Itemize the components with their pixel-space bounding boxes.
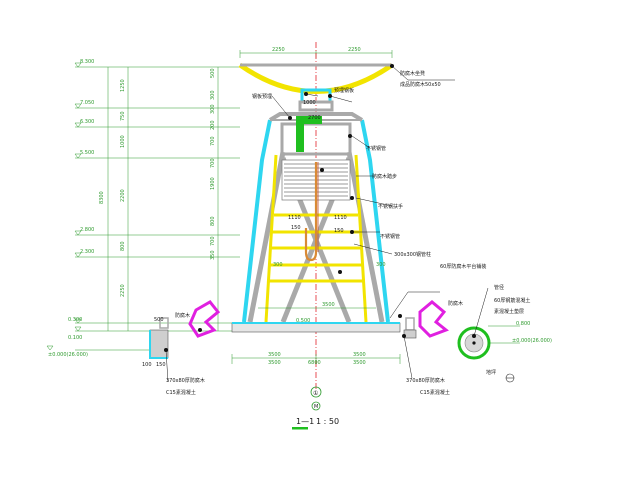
elev-ground: ±0.000(26.000)	[48, 352, 88, 358]
left-note: 防腐木	[175, 312, 190, 319]
top-dim-left: 2250	[272, 47, 285, 53]
base-dim-2: 3500	[353, 352, 366, 358]
dim-1250: 1250	[120, 79, 126, 92]
inner-dim-6: 700	[210, 158, 216, 168]
label-cap-top: 防腐木坐凳	[400, 70, 425, 77]
elev-0100: 0.100	[68, 335, 82, 341]
elev-7050: 7.050	[80, 100, 94, 106]
dim-3500: 3500	[322, 302, 335, 308]
drawing-title: 1—1	[296, 417, 314, 426]
dim-total: 8300	[99, 191, 105, 204]
label-bracket-l: 钢板预埋	[252, 93, 272, 100]
mid-dim-150b: 150	[334, 228, 344, 234]
leader-dots	[164, 64, 476, 352]
base-dim-3: 6800	[308, 360, 321, 366]
ring-detail	[457, 325, 520, 360]
dim-300b: 300	[376, 262, 386, 268]
left-dim-150: 150	[156, 362, 166, 368]
inner-dim-9: 700	[210, 236, 216, 246]
label-slab-r2: C15素混凝土	[420, 389, 450, 396]
inner-dim-3: 300	[210, 104, 216, 114]
label-cap-sub: 成品防腐木50x50	[400, 81, 441, 88]
mid-dim-1000: 1000	[303, 100, 316, 106]
ring-sub-2: 素混凝土垫层	[494, 308, 524, 315]
drawing-scale: 1 : 50	[316, 417, 339, 426]
elev-5500: 5.500	[80, 150, 94, 156]
base-dim-5: 3500	[353, 360, 366, 366]
inner-dim-7: 1900	[210, 177, 216, 190]
dim-2250: 2250	[120, 284, 126, 297]
mid-dim-1110b: 1110	[334, 215, 347, 221]
elevation-markers	[46, 62, 82, 351]
label-frame-r: 不锈钢管	[366, 145, 386, 152]
base-dim-4: 3500	[268, 360, 281, 366]
leader-lines	[165, 65, 489, 383]
right-note: 防腐木	[448, 300, 463, 307]
elev-0300: 0.300	[68, 317, 82, 323]
right-elev-0800: 0.800	[516, 321, 530, 327]
ground-r: 地坪	[486, 369, 496, 376]
dim-800: 800	[120, 241, 126, 251]
inner-dim-2: 300	[210, 90, 216, 100]
inner-dim-1: 500	[210, 68, 216, 78]
outer-frame	[242, 119, 390, 323]
label-slab-l2: C15素混凝土	[166, 389, 196, 396]
elev-2800: 2.800	[80, 227, 94, 233]
label-slab-l: 370x80厚防腐木	[166, 377, 205, 384]
hook-rod	[304, 162, 318, 262]
label-stair: 防腐木踏步	[372, 173, 397, 180]
left-dim-500: 500	[154, 317, 164, 323]
title-underline	[292, 427, 308, 430]
label-steel: 不锈钢管	[380, 233, 400, 240]
mid-dim-1110a: 1110	[288, 215, 301, 221]
left-foot	[149, 300, 221, 359]
base-elev: 0.500	[296, 318, 310, 324]
mid-dim-2700: 2700	[308, 115, 321, 121]
label-slab-r: 370x80厚防腐木	[406, 377, 445, 384]
base-slab	[231, 322, 401, 333]
right-elev-ground: ±0.000(26.000)	[512, 338, 552, 344]
ground-symbol	[505, 373, 515, 383]
dim-2200: 2200	[120, 189, 126, 202]
label-bracket-r: 预埋钢板	[334, 87, 354, 94]
elev-8300: 8.300	[80, 59, 94, 65]
dim-300a: 300	[273, 262, 283, 268]
top-dim-right: 2250	[348, 47, 361, 53]
right-foot	[403, 300, 449, 339]
green-bracket	[296, 112, 322, 152]
dim-1000: 1000	[120, 135, 126, 148]
left-dim-lines	[107, 67, 219, 331]
ring-pipe-label: 管径	[494, 284, 504, 291]
label-pipe: 300x300钢管柱	[394, 251, 431, 258]
inner-dim-8: 800	[210, 216, 216, 226]
axis-sub-label: M	[314, 404, 318, 410]
axis-mark-label: ①	[313, 390, 318, 397]
axis-marker	[310, 386, 322, 411]
label-base: 60厚防腐木平台铺装	[440, 263, 486, 270]
inner-dim-5: 200	[210, 120, 216, 130]
elev-2300: 2.300	[80, 249, 94, 255]
mid-dim-150a: 150	[291, 225, 301, 231]
base-dim-lines	[231, 307, 401, 364]
elev-6300: 6.300	[80, 119, 94, 125]
label-rail: 不锈钢扶手	[378, 203, 403, 210]
inner-dim-4: 700	[210, 136, 216, 146]
left-elevation-lines	[75, 66, 240, 351]
dim-750: 750	[120, 111, 126, 121]
neck-plate	[298, 100, 334, 112]
inner-dim-10: 350	[210, 250, 216, 260]
ring-sub-1: 60厚钢筋混凝土	[494, 297, 530, 304]
left-dim-100: 100	[142, 362, 152, 368]
base-dim-1: 3500	[268, 352, 281, 358]
